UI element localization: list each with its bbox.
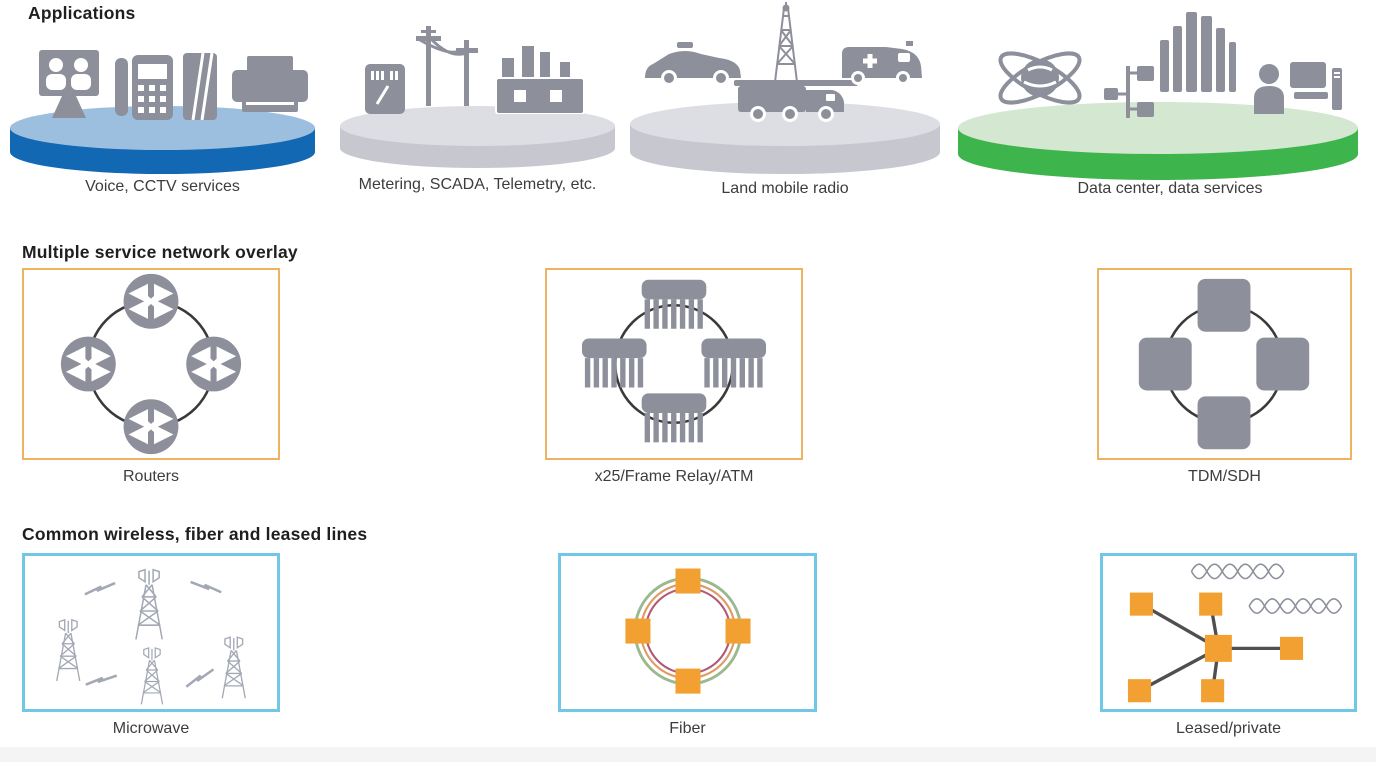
transport-box-fiber (558, 553, 817, 712)
transport-heading: Common wireless, fiber and leased lines (22, 524, 368, 544)
platform-label-voice-cctv: Voice, CCTV services (85, 178, 240, 195)
platform-land-mobile-radio: Land mobile radio (630, 0, 940, 205)
platform-label-metering: Metering, SCADA, Telemetry, etc. (358, 176, 597, 193)
network-switch-icon (1104, 66, 1154, 118)
disc-gray (630, 102, 940, 174)
transport-label-fiber: Fiber (669, 720, 706, 737)
video-conference-icon (39, 50, 99, 118)
disc-blue (10, 106, 315, 174)
desk-phone-icon (115, 55, 173, 120)
global-network-icon (998, 51, 1082, 105)
overlay-label-routers: Routers (122, 468, 180, 485)
overlay-box-frame-relay (545, 268, 803, 460)
police-car-icon (645, 42, 741, 86)
frame-relay-ring-diagram (581, 279, 767, 443)
server-rack-icon (1160, 12, 1236, 92)
twisted-pair-icon (1248, 598, 1343, 615)
workstation-user-icon (1254, 62, 1342, 114)
platform-label-land-mobile: Land mobile radio (721, 180, 849, 197)
power-lines-icon (416, 26, 478, 106)
disc-gray (340, 106, 615, 168)
printer-icon (232, 56, 308, 112)
platform-data-center: Data center, data services (958, 0, 1358, 205)
transport-label-leased: Leased/private (1176, 720, 1281, 737)
transport-box-microwave (22, 553, 280, 712)
fiber-ring-diagram (625, 568, 751, 694)
overlay-label-frame-relay: x25/Frame Relay/ATM (594, 468, 754, 485)
overlay-box-routers (22, 268, 280, 460)
transport-label-microwave: Microwave (112, 720, 190, 737)
twisted-pair-icon (1190, 563, 1285, 580)
radio-tower-icon (774, 2, 798, 83)
media-gateway-icon (183, 53, 217, 120)
disc-green (958, 102, 1358, 180)
microwave-mesh-diagram (56, 568, 246, 705)
platform-label-data-center: Data center, data services (1077, 180, 1263, 197)
platform-metering-scada: Metering, SCADA, Telemetry, etc. (340, 0, 615, 205)
overlay-label-tdm-sdh: TDM/SDH (1188, 468, 1261, 485)
footer-shadow-band (0, 747, 1376, 762)
platform-voice-cctv: Voice, CCTV services (10, 0, 315, 205)
utility-meter-icon (365, 64, 405, 114)
transport-box-leased (1100, 553, 1357, 712)
power-plant-icon (495, 46, 585, 114)
applications-heading: Applications (28, 3, 136, 23)
truck-icon (734, 80, 858, 122)
overlay-heading: Multiple service network overlay (22, 242, 298, 262)
ambulance-icon (842, 41, 922, 85)
tdm-ring-diagram (1138, 278, 1310, 450)
leased-star-diagram (1127, 563, 1343, 703)
overlay-box-tdm-sdh (1097, 268, 1352, 460)
star-hub-node (1204, 634, 1232, 662)
router-ring-diagram (24, 270, 278, 458)
